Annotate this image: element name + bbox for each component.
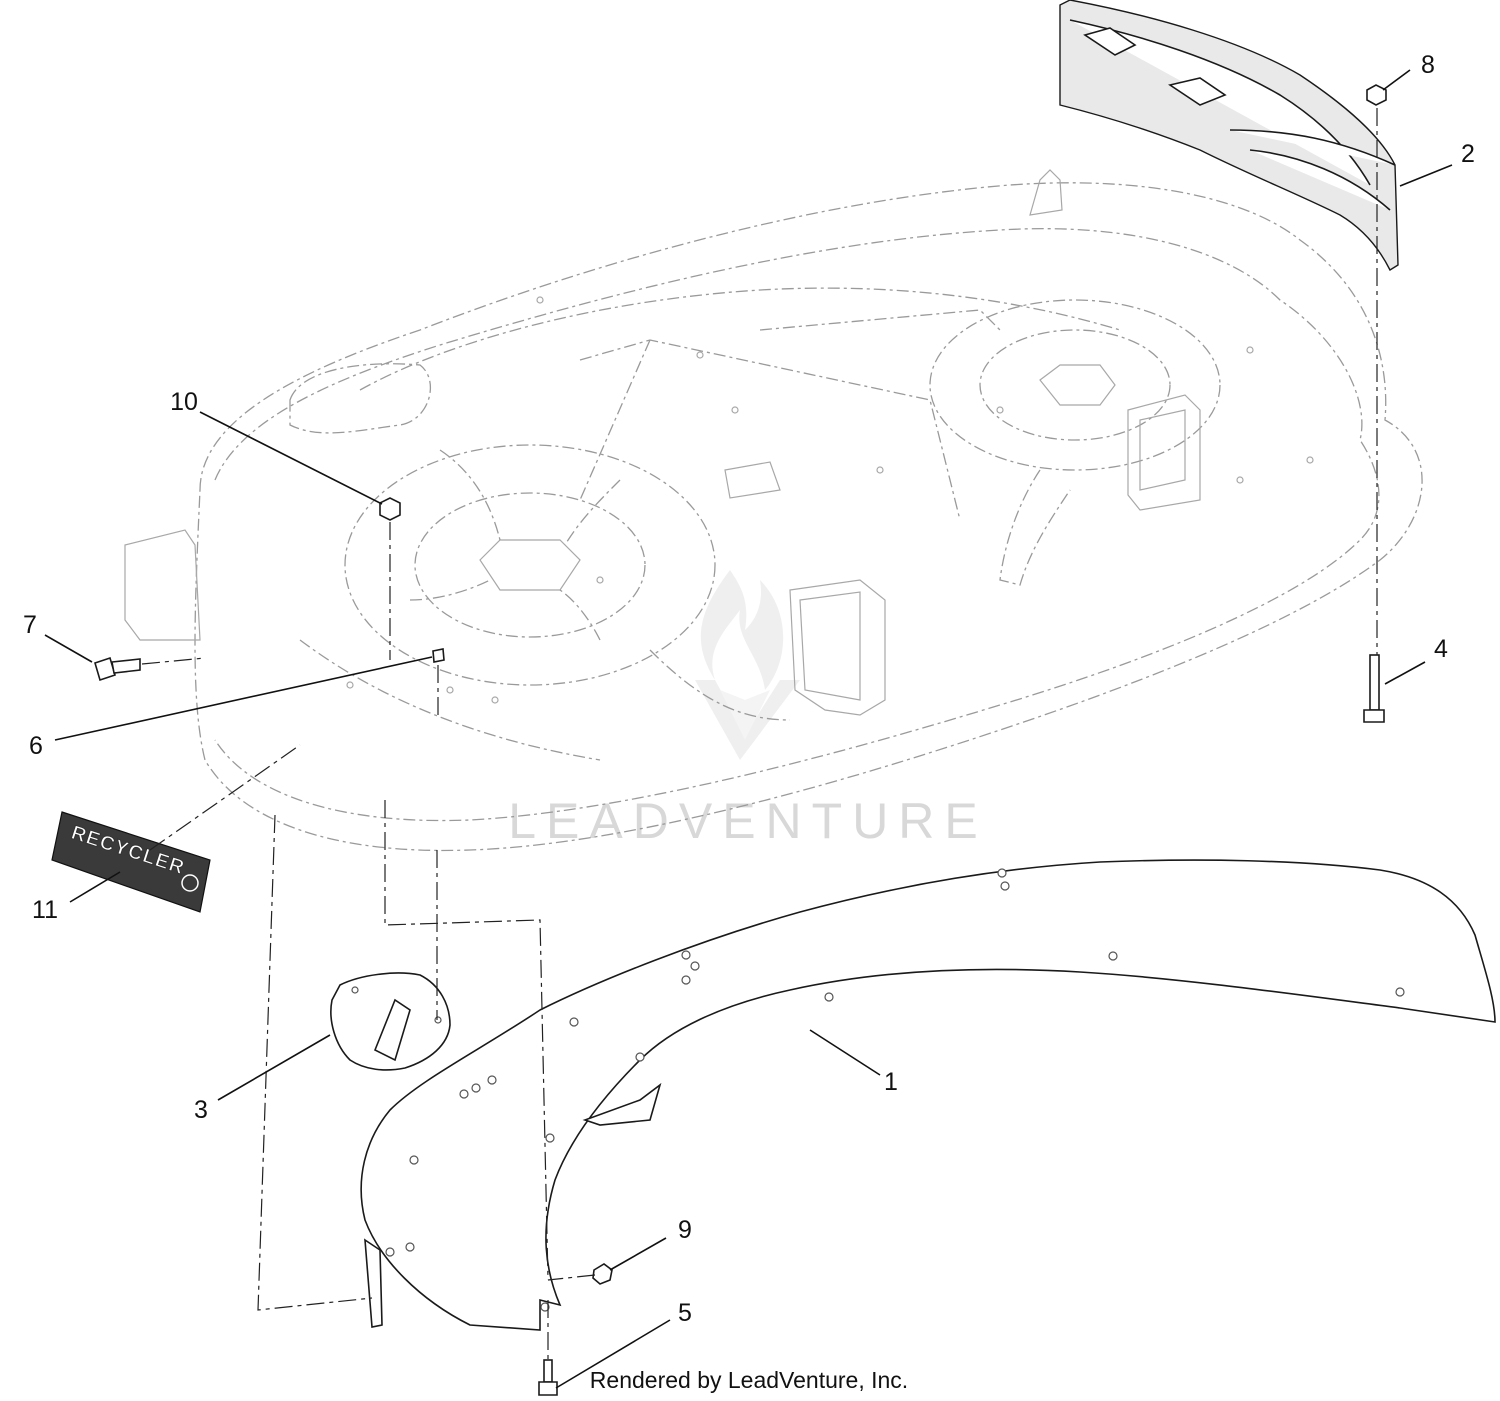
callout-4: 4: [1434, 635, 1448, 663]
callout-2: 2: [1461, 140, 1475, 168]
mower-deck-ghost: [124, 169, 1423, 852]
assembly-lines: [141, 108, 1378, 1360]
callout-6: 6: [29, 732, 43, 760]
callout-8: 8: [1421, 51, 1435, 79]
callout-11: 11: [32, 896, 58, 924]
callout-9: 9: [678, 1216, 692, 1244]
nut-9-part: [592, 1263, 613, 1285]
recycler-snowflake-icon: [181, 874, 199, 892]
watermark-logo-icon: [695, 570, 800, 760]
callout-5: 5: [678, 1299, 692, 1327]
watermark-text: LEADVENTURE: [508, 793, 988, 849]
nut-8-part: [1366, 84, 1387, 106]
mulch-plug-part: [330, 972, 451, 1071]
callout-3: 3: [194, 1096, 208, 1124]
callout-1: 1: [884, 1068, 898, 1096]
bolt-5-part: [538, 1359, 558, 1396]
recycler-decal-part: RECYCLER: [51, 811, 211, 913]
callout-10: 10: [170, 388, 198, 416]
callout-7: 7: [23, 611, 37, 639]
nut-10-part: [379, 497, 401, 521]
rear-deflector-part: [1059, 0, 1399, 272]
bolt-4-part: [1363, 654, 1385, 723]
render-credit: Rendered by LeadVenture, Inc.: [590, 1367, 908, 1393]
mulching-baffle-part: [360, 859, 1496, 1331]
screw-6-part: [432, 648, 445, 663]
bolt-7-part: [94, 656, 141, 682]
leader-lines: [44, 69, 1453, 1389]
